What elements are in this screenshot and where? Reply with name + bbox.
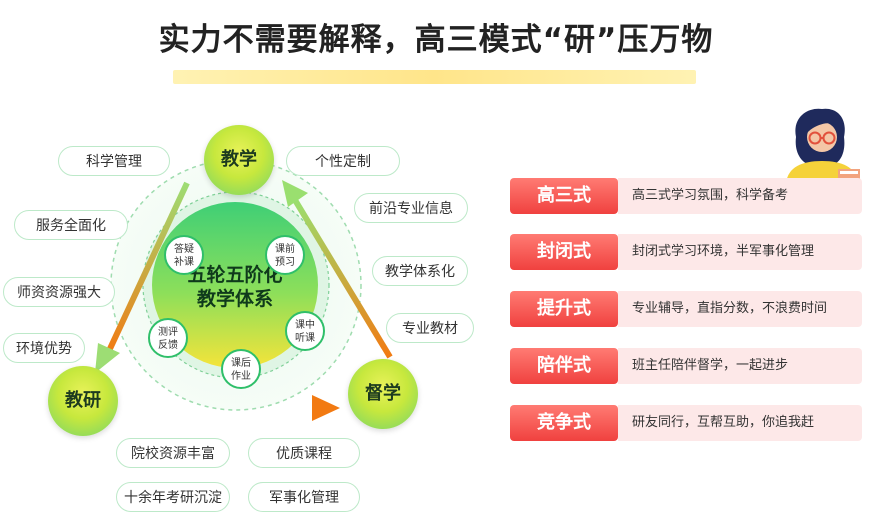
mode-row-closed: 封闭式 封闭式学习环境，半军事化管理 — [510, 234, 862, 270]
arrow-supervise-to-teach — [292, 198, 393, 359]
title-underline — [173, 70, 696, 84]
step-answer-questions: 答疑补课 — [164, 235, 204, 275]
mode-desc: 封闭式学习环境，半军事化管理 — [618, 234, 862, 270]
teaching-system-diagram: 五轮五阶化 教学体系 答疑补课 课前预习 课中听课 课后作业 测评反馈 教学 教… — [0, 95, 490, 525]
mode-row-improve: 提升式 专业辅导，直指分数，不浪费时间 — [510, 291, 862, 327]
pill-systematic-teaching: 教学体系化 — [372, 256, 468, 286]
student-illustration — [786, 108, 860, 183]
pill-decade-experience: 十余年考研沉淀 — [116, 482, 230, 512]
pill-environment: 环境优势 — [3, 333, 85, 363]
mode-desc: 高三式学习氛围，科学备考 — [618, 178, 862, 214]
arrow-head-left — [95, 343, 120, 373]
pill-strong-faculty: 师资资源强大 — [3, 277, 115, 307]
arrow-head-right — [312, 395, 340, 421]
mode-desc: 研友同行，互帮互助，你追我赶 — [618, 405, 862, 441]
mode-tag: 陪伴式 — [510, 348, 618, 384]
core-label: 五轮五阶化 教学体系 — [152, 263, 318, 311]
core-line2: 教学体系 — [196, 288, 273, 310]
node-supervision: 督学 — [348, 359, 418, 429]
arrow-teach-to-research — [105, 181, 190, 355]
pill-materials: 专业教材 — [386, 313, 474, 343]
mode-desc: 班主任陪伴督学，一起进步 — [618, 348, 862, 384]
pill-personalized: 个性定制 — [286, 146, 400, 176]
pill-frontier-info: 前沿专业信息 — [354, 193, 468, 223]
mode-tag: 竞争式 — [510, 405, 618, 441]
step-preview: 课前预习 — [265, 235, 305, 275]
page-title: 实力不需要解释，高三模式“研”压万物 — [158, 22, 714, 58]
mode-row-gaosan: 高三式 高三式学习氛围，科学备考 — [510, 178, 862, 214]
step-in-class: 课中听课 — [285, 311, 325, 351]
step-feedback: 测评反馈 — [148, 318, 188, 358]
pill-quality-courses: 优质课程 — [248, 438, 360, 468]
core-line1: 五轮五阶化 — [187, 264, 283, 286]
pill-comprehensive-service: 服务全面化 — [14, 210, 128, 240]
mode-tag: 提升式 — [510, 291, 618, 327]
pill-college-resources: 院校资源丰富 — [116, 438, 230, 468]
mode-tag: 封闭式 — [510, 234, 618, 270]
node-teaching: 教学 — [204, 125, 274, 195]
pill-scientific-management: 科学管理 — [58, 146, 170, 176]
node-research: 教研 — [48, 366, 118, 436]
mode-desc: 专业辅导，直指分数，不浪费时间 — [618, 291, 862, 327]
mode-row-competition: 竞争式 研友同行，互帮互助，你追我赶 — [510, 405, 862, 441]
mode-row-companion: 陪伴式 班主任陪伴督学，一起进步 — [510, 348, 862, 384]
step-homework: 课后作业 — [221, 349, 261, 389]
mode-tag: 高三式 — [510, 178, 618, 214]
pill-military-management: 军事化管理 — [248, 482, 360, 512]
arrow-head-top — [282, 180, 308, 207]
